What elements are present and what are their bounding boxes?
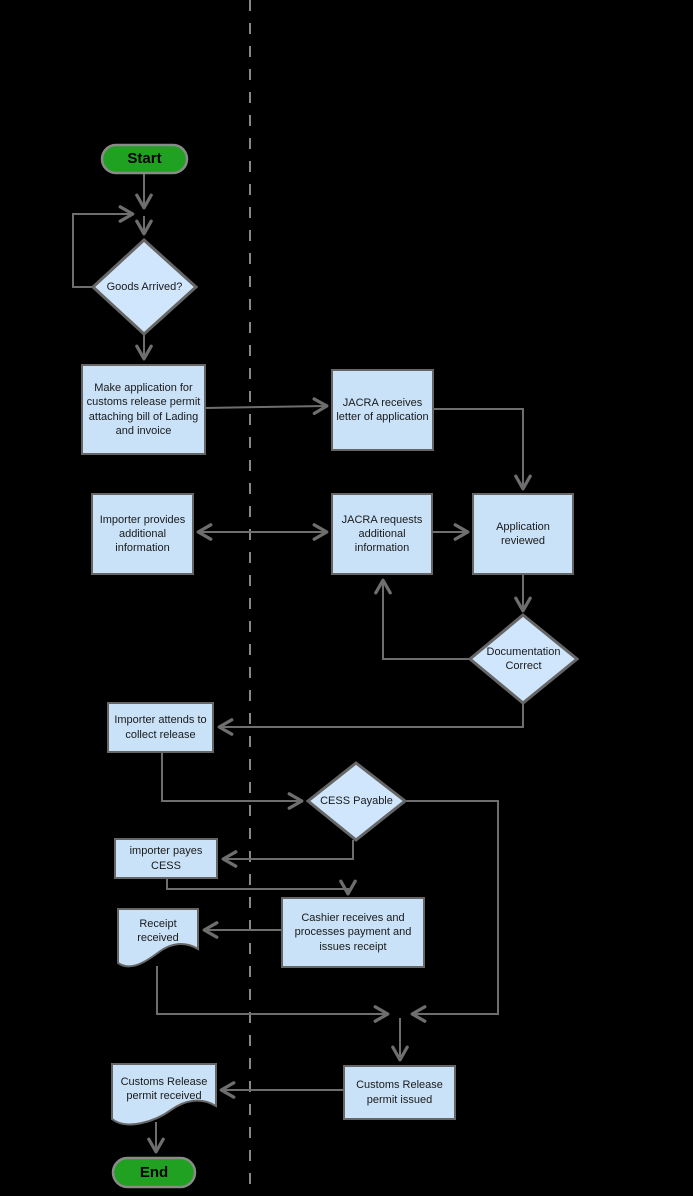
edge-importer-attends-to-cess-payable [161, 752, 304, 810]
edge-make-application-to-jacra-receives [204, 397, 329, 415]
edge-goods-arrived-loop [72, 205, 135, 288]
edge-jacra-receives-to-application-reviewed [433, 408, 532, 491]
start-node-label: Start [127, 150, 162, 168]
cess-payable-diamond [305, 761, 408, 842]
cashier-label: Cashier receives and processes payment a… [294, 912, 412, 953]
permit-issued-label: Customs Release permit issued [356, 1079, 443, 1106]
importer-attends-label: Importer attends to collect release [114, 714, 207, 741]
receipt-received-document [117, 908, 199, 968]
make-application-label: Make application for customs release per… [86, 381, 201, 437]
start-node-shape [100, 143, 189, 175]
make-application-box [81, 364, 206, 455]
application-reviewed-box [472, 493, 574, 575]
documentation-correct-label: Documentation Correct [486, 645, 561, 672]
importer-attends-box [107, 702, 214, 753]
edge-importer-pays-to-cashier [166, 878, 357, 896]
end-node-label: End [139, 1163, 169, 1181]
application-reviewed-label: Application reviewed [496, 520, 550, 547]
edge-cess-payable-to-merge [405, 800, 499, 1023]
importer-pays-box [114, 838, 218, 879]
importer-pays-label: importer payes CESS [129, 845, 203, 872]
permit-issued-box [343, 1065, 456, 1120]
edge-documentation-correct-to-importer-attends [217, 703, 524, 736]
permit-received-document [111, 1063, 217, 1126]
edge-cess-payable-to-importer-pays [221, 840, 354, 868]
jacra-receives-label: JACRA receives letter of application [336, 396, 429, 423]
cess-payable-label: CESS Payable [320, 795, 393, 808]
jacra-receives-box [331, 369, 434, 451]
goods-arrived-label: Goods Arrived? [106, 280, 183, 293]
importer-provides-label: Importer provides additional information [99, 513, 186, 555]
edge-receipt-to-merge [156, 966, 390, 1023]
documentation-correct-diamond [467, 613, 580, 705]
cashier-box [281, 897, 425, 968]
goods-arrived-diamond [90, 237, 199, 337]
edge-documentation-correct-to-jacra-requests [374, 578, 470, 660]
jacra-requests-label: JACRA requests additional information [341, 513, 423, 555]
receipt-received-label: Receipt received [137, 917, 179, 944]
importer-provides-box [91, 493, 194, 575]
jacra-requests-box [331, 493, 433, 575]
end-node-shape [111, 1156, 197, 1189]
permit-received-label: Customs Release permit received [120, 1075, 208, 1102]
